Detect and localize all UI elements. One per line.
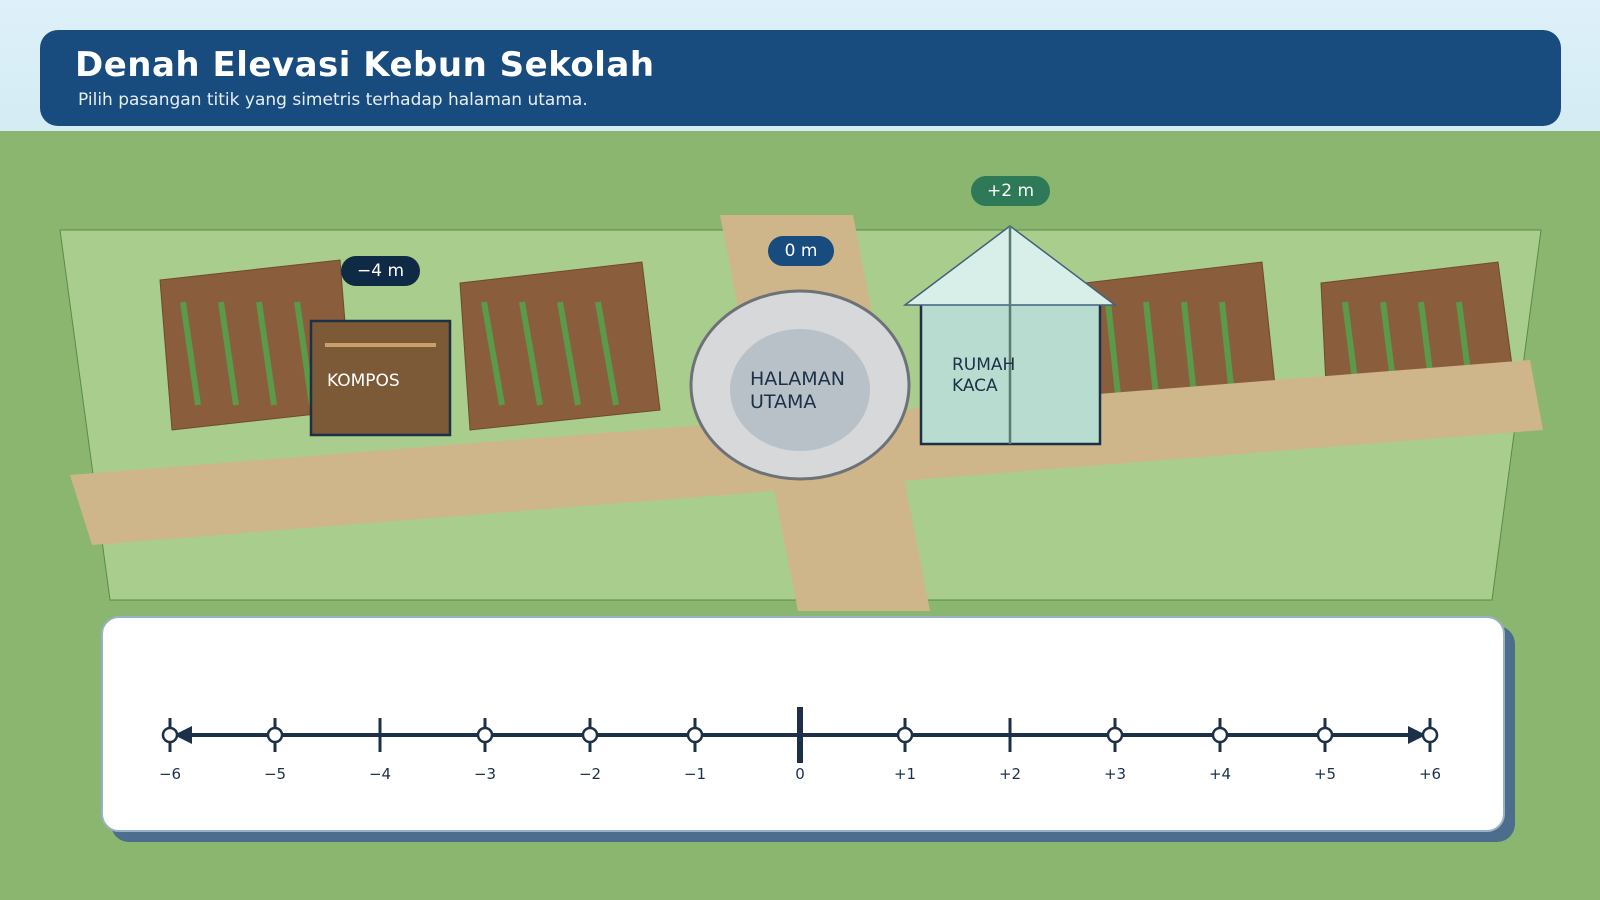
courtyard-label-line2: UTAMA (750, 391, 817, 413)
tick-label: −6 (158, 765, 182, 783)
courtyard-center (730, 329, 870, 451)
tick-label: −2 (578, 765, 602, 783)
garden-bed-4 (1320, 261, 1515, 386)
garden-bed-1 (159, 259, 353, 431)
open-point-6[interactable] (1421, 726, 1439, 744)
tick-label: −4 (368, 765, 392, 783)
open-point--5[interactable] (266, 726, 284, 744)
tick-label: +5 (1313, 765, 1337, 783)
left-arrow-icon (174, 726, 192, 744)
elevation-badge-compost: −4 m (341, 256, 420, 286)
right-arrow-icon (1408, 726, 1426, 744)
tick-label: +4 (1208, 765, 1232, 783)
tick-label: +3 (1103, 765, 1127, 783)
open-point--3[interactable] (476, 726, 494, 744)
tick-label: 0 (795, 765, 805, 783)
page-title: Denah Elevasi Kebun Sekolah (75, 45, 655, 85)
open-point-4[interactable] (1211, 726, 1229, 744)
tick-label: +6 (1418, 765, 1442, 783)
open-point--1[interactable] (686, 726, 704, 744)
open-point-1[interactable] (896, 726, 914, 744)
courtyard-label-line1: HALAMAN (750, 368, 845, 390)
greenhouse-label-line2: KACA (952, 376, 998, 396)
open-point--6[interactable] (161, 726, 179, 744)
tick-label: +2 (998, 765, 1022, 783)
page-subtitle: Pilih pasangan titik yang simetris terha… (78, 90, 588, 110)
open-point--2[interactable] (581, 726, 599, 744)
tick-label: −1 (683, 765, 707, 783)
greenhouse-label-line1: RUMAH (952, 355, 1016, 375)
compost-label: KOMPOS (327, 371, 400, 391)
garden-bed-2 (459, 261, 661, 431)
tick-label: −5 (263, 765, 287, 783)
tick-label: −3 (473, 765, 497, 783)
compost-box (309, 319, 452, 437)
elevation-badge-courtyard: 0 m (768, 236, 834, 266)
open-point-5[interactable] (1316, 726, 1334, 744)
title-banner: Denah Elevasi Kebun Sekolah Pilih pasang… (40, 30, 1561, 126)
tick-label: +1 (893, 765, 917, 783)
open-point-3[interactable] (1106, 726, 1124, 744)
elevation-badge-greenhouse: +2 m (971, 176, 1050, 206)
